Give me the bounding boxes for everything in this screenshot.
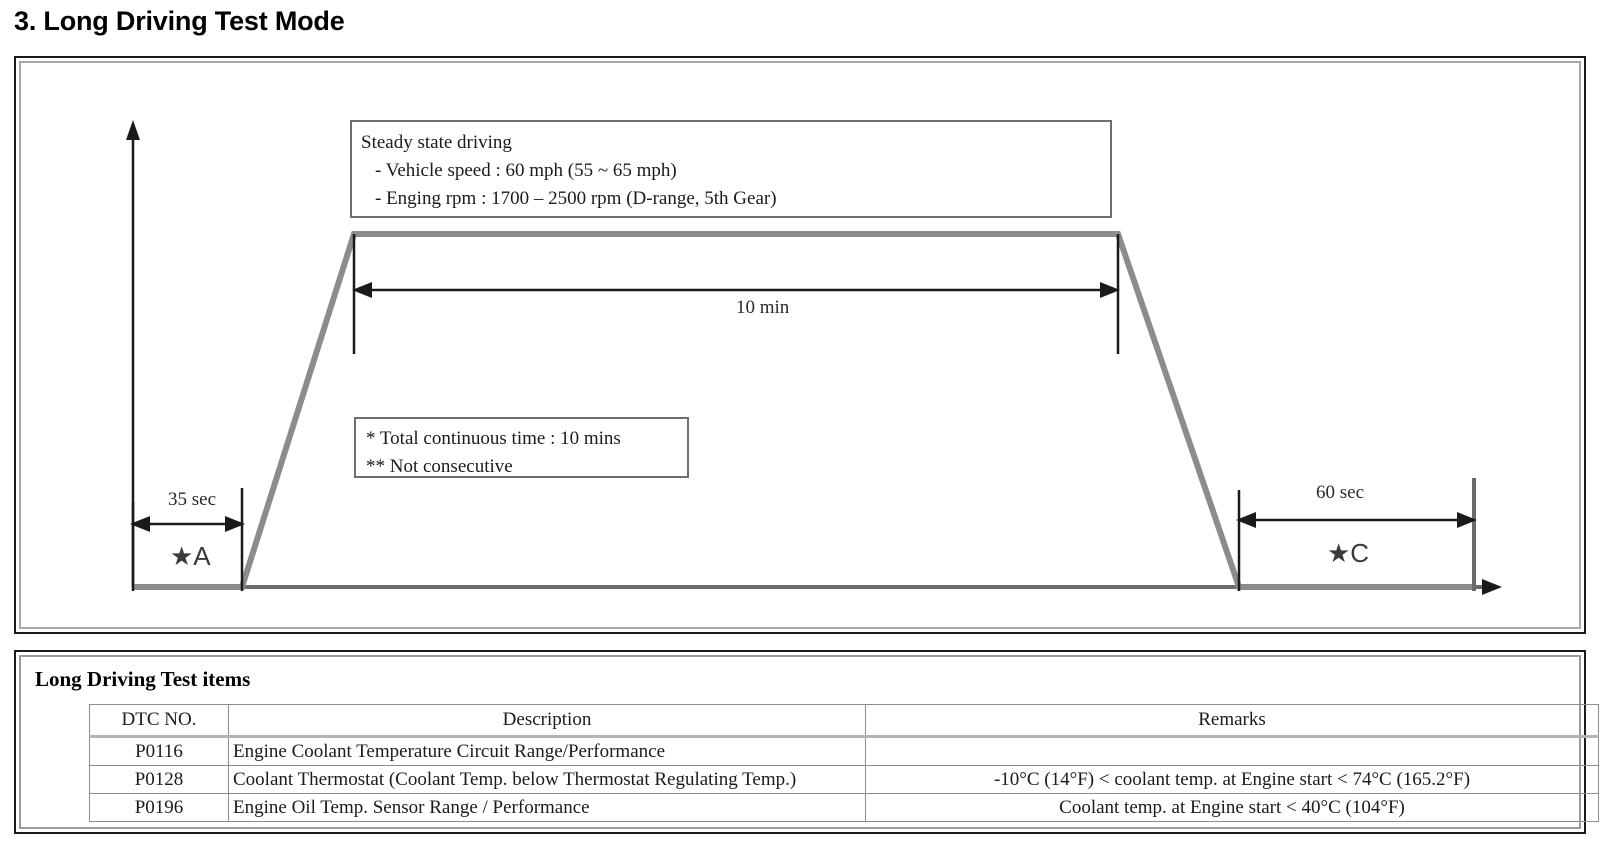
callout-total-line1: * Total continuous time : 10 mins <box>366 428 621 449</box>
label-plateau-duration: 10 min <box>736 297 790 318</box>
end-idle-duration-arrow <box>1236 512 1477 528</box>
label-marker-c: ★C <box>1327 538 1370 568</box>
cell-description: Engine Coolant Temperature Circuit Range… <box>228 736 866 766</box>
callout-steady-rpm: - Enging rpm : 1700 – 2500 rpm (D-range,… <box>375 188 777 209</box>
diagram-panel: Steady state driving - Vehicle speed : 6… <box>14 56 1586 634</box>
callout-steady-title: Steady state driving <box>361 132 512 153</box>
column-header-dtc-no: DTC NO. <box>89 704 229 738</box>
cell-dtc-no: P0196 <box>89 793 229 822</box>
speed-waveform <box>133 231 1474 590</box>
start-idle-duration-arrow <box>130 516 245 532</box>
callout-total-line2: ** Not consecutive <box>366 456 513 477</box>
cell-remarks: Coolant temp. at Engine start < 40°C (10… <box>865 793 1599 822</box>
dtc-table-inner-border: Long Driving Test items DTC NO. Descript… <box>19 655 1599 829</box>
table-row: P0196 Engine Oil Temp. Sensor Range / Pe… <box>89 793 1599 822</box>
page-title: 3. Long Driving Test Mode <box>14 6 345 36</box>
label-start-duration: 35 sec <box>168 489 217 510</box>
diagram-panel-inner-border <box>19 61 1581 629</box>
column-header-description: Description <box>228 704 866 738</box>
callout-steady-state: Steady state driving - Vehicle speed : 6… <box>350 120 1112 218</box>
plateau-dimension-ticks <box>352 234 1120 354</box>
callout-total-time: * Total continuous time : 10 mins ** Not… <box>354 417 689 478</box>
plateau-duration-arrow <box>352 282 1120 298</box>
dtc-table-panel: Long Driving Test items DTC NO. Descript… <box>14 650 1599 834</box>
table-header-row: DTC NO. Description Remarks <box>89 704 1599 738</box>
callout-steady-speed: - Vehicle speed : 60 mph (55 ~ 65 mph) <box>375 160 677 181</box>
dtc-table-caption: Long Driving Test items <box>35 667 251 691</box>
start-idle-dimension-ticks <box>131 488 244 591</box>
drive-cycle-chart <box>126 120 1502 595</box>
dtc-table: DTC NO. Description Remarks P0116 Engine… <box>89 704 1599 822</box>
table-row: P0128 Coolant Thermostat (Coolant Temp. … <box>89 765 1599 794</box>
cell-dtc-no: P0116 <box>89 736 229 766</box>
cell-description: Coolant Thermostat (Coolant Temp. below … <box>228 765 866 794</box>
cell-remarks: -10°C (14°F) < coolant temp. at Engine s… <box>865 765 1599 794</box>
column-header-remarks: Remarks <box>865 704 1599 738</box>
cell-description: Engine Oil Temp. Sensor Range / Performa… <box>228 793 866 822</box>
cell-dtc-no: P0128 <box>89 765 229 794</box>
label-marker-a: ★A <box>170 541 211 571</box>
cell-remarks <box>865 736 1599 766</box>
table-row: P0116 Engine Coolant Temperature Circuit… <box>89 736 1599 766</box>
label-end-duration: 60 sec <box>1316 482 1365 503</box>
end-idle-dimension-ticks <box>1237 478 1476 591</box>
